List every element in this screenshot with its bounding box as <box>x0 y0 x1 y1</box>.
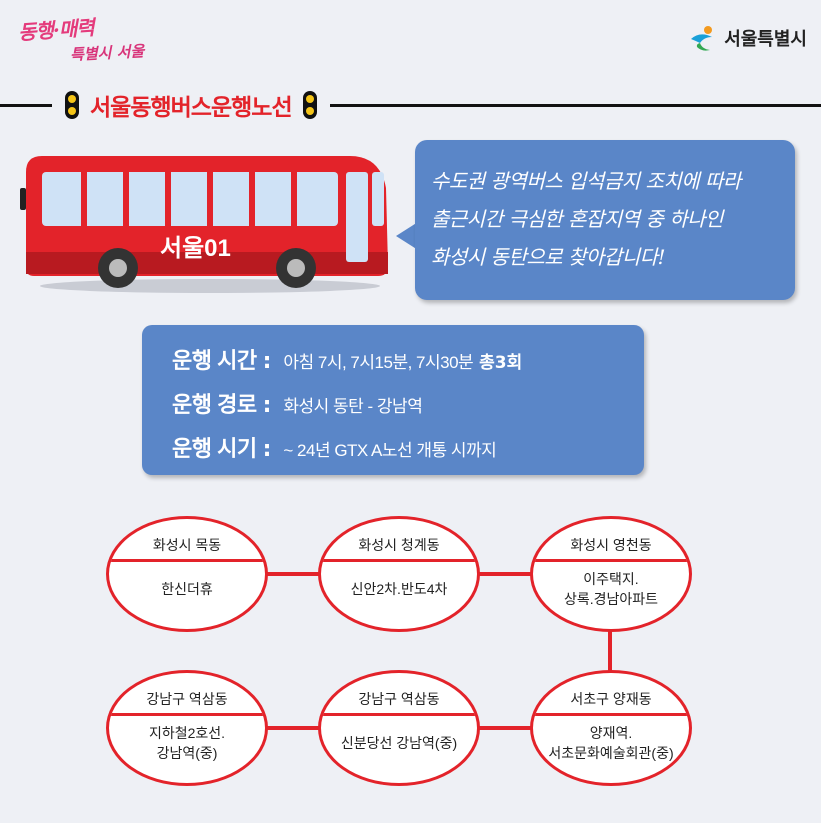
stop-name: 지하철2호선. 강남역(중) <box>148 725 226 761</box>
info-total: 총3회 <box>479 353 523 373</box>
route-stop: 강남구 역삼동 신분당선 강남역(중) <box>318 670 480 786</box>
seoul-city-logo-text: 서울특별시 <box>724 29 807 49</box>
campaign-logo-line1: 동행·매력 <box>17 15 95 45</box>
stop-area: 화성시 목동 <box>152 537 222 553</box>
traffic-light-icon <box>65 91 79 119</box>
route-stop: 강남구 역삼동 지하철2호선. 강남역(중) <box>106 670 268 786</box>
info-label: 운행 시기 <box>172 436 257 461</box>
info-value: ~ 24년 GTX A노선 개통 시까지 <box>283 441 497 460</box>
info-label: 운행 시간 <box>172 348 257 373</box>
speech-bubble-tail <box>396 222 418 250</box>
info-row-period: 운행 시기 : ~ 24년 GTX A노선 개통 시까지 <box>172 431 497 463</box>
route-connector <box>260 572 322 576</box>
bus-illustration: 서울01 <box>20 148 392 296</box>
stop-name: 한신더휴 <box>161 581 213 597</box>
bus-route-label: 서울01 <box>160 235 231 262</box>
stop-name: 신안2차.반도4차 <box>350 581 448 597</box>
info-row-time: 운행 시간 : 아침 7시, 7시15분, 7시30분 총3회 <box>172 343 522 375</box>
page-title: 서울동행버스운행노선 <box>90 94 293 120</box>
route-stop: 화성시 영천동 이주택지. 상록.경남아파트 <box>530 516 692 632</box>
route-stop: 화성시 청계동 신안2차.반도4차 <box>318 516 480 632</box>
stop-area: 화성시 영천동 <box>570 537 652 553</box>
seoul-symbol-icon <box>691 26 713 51</box>
seoul-city-logo: 서울특별시 <box>688 22 807 54</box>
stop-area: 강남구 역삼동 <box>146 691 228 707</box>
stop-name: 양재역. 서초문화예술회관(중) <box>548 725 674 761</box>
stop-name: 이주택지. 상록.경남아파트 <box>563 571 659 607</box>
info-row-route: 운행 경로 : 화성시 동탄 - 강남역 <box>172 387 423 419</box>
route-stop: 화성시 목동 한신더휴 <box>106 516 268 632</box>
traffic-light-icon <box>302 91 317 119</box>
speech-bubble: 수도권 광역버스 입석금지 조치에 따라 출근시간 극심한 혼잡지역 중 하나인… <box>415 140 795 300</box>
stop-area: 강남구 역삼동 <box>358 691 440 707</box>
info-value: 아침 7시, 7시15분, 7시30분 <box>283 353 474 372</box>
route-connector <box>260 726 322 730</box>
route-connector <box>608 628 612 676</box>
bubble-line: 출근시간 극심한 혼잡지역 중 하나인 <box>431 207 723 231</box>
route-stop: 서초구 양재동 양재역. 서초문화예술회관(중) <box>530 670 692 786</box>
bubble-line: 수도권 광역버스 입석금지 조치에 따라 <box>431 169 741 193</box>
title-banner: 서울동행버스운행노선 <box>52 84 330 126</box>
info-label: 운행 경로 <box>172 392 257 417</box>
campaign-logo: 동행·매력 특별시 서울 <box>17 10 148 70</box>
operation-info-panel: 운행 시간 : 아침 7시, 7시15분, 7시30분 총3회 운행 경로 : … <box>142 325 644 475</box>
stop-area: 화성시 청계동 <box>358 537 440 553</box>
campaign-logo-line2: 특별시 서울 <box>69 42 145 64</box>
stop-name: 신분당선 강남역(중) <box>340 735 458 751</box>
route-connector <box>474 572 536 576</box>
route-connector <box>474 726 536 730</box>
bubble-line: 화성시 동탄으로 찾아갑니다! <box>431 245 666 269</box>
info-value: 화성시 동탄 - 강남역 <box>283 397 423 416</box>
title-rule <box>0 104 821 107</box>
stop-area: 서초구 양재동 <box>570 691 652 707</box>
